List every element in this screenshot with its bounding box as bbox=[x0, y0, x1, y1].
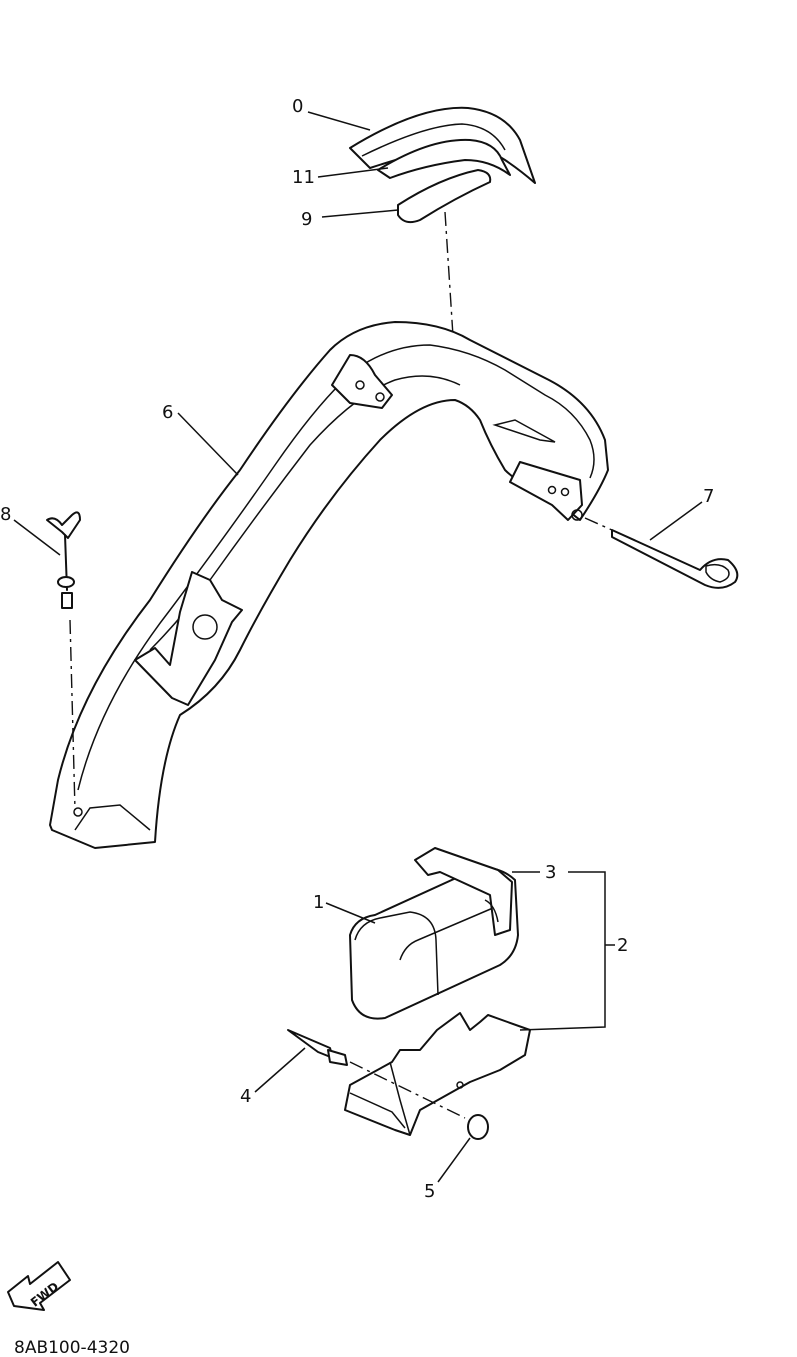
rear-fender bbox=[49, 321, 609, 849]
fwd-arrow-icon: FWD bbox=[7, 1261, 71, 1311]
screw bbox=[287, 1029, 466, 1119]
drawing-code: 8AB100-4320 bbox=[14, 1338, 130, 1357]
callout-8: 8 bbox=[0, 504, 11, 525]
washer bbox=[467, 1114, 489, 1140]
callout-4: 4 bbox=[240, 1086, 251, 1107]
emblem-middle bbox=[377, 138, 511, 179]
callout-0: 0 bbox=[292, 96, 303, 117]
callout-3: 3 bbox=[545, 862, 556, 883]
callout-5: 5 bbox=[424, 1181, 435, 1202]
tool-box bbox=[349, 847, 519, 1020]
leader-lines bbox=[13, 111, 703, 1183]
callout-2: 2 bbox=[617, 935, 628, 956]
callout-11: 11 bbox=[292, 167, 315, 188]
callout-1: 1 bbox=[313, 892, 324, 913]
wing-bolt bbox=[46, 511, 81, 811]
support-rod bbox=[584, 517, 739, 589]
emblem-plate bbox=[397, 169, 492, 224]
battery-bracket bbox=[344, 1012, 531, 1136]
callout-6: 6 bbox=[162, 402, 173, 423]
callout-7: 7 bbox=[703, 486, 714, 507]
callout-9: 9 bbox=[301, 209, 312, 230]
